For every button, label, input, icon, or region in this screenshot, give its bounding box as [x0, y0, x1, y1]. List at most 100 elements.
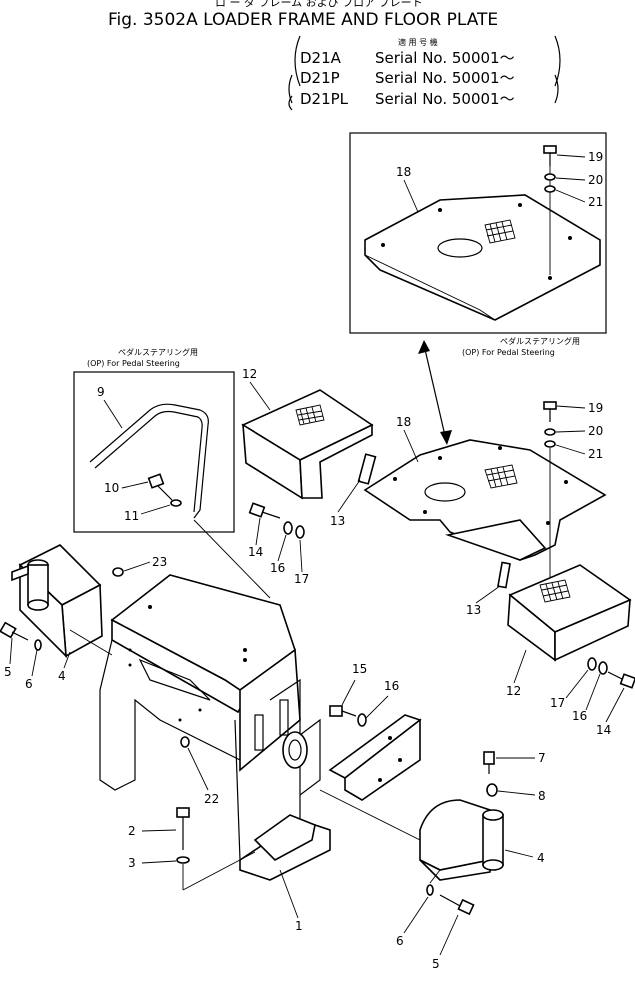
- leader-line: [299, 539, 303, 573]
- bolt-hole: [438, 456, 442, 460]
- serial-d21p: Serial No. 50001～: [375, 69, 515, 87]
- option-caption-right-jp: ペダルステアリング用: [500, 336, 580, 346]
- floor-plate-18: 18: [363, 415, 607, 561]
- callout-19-main: 19: [588, 401, 603, 415]
- leader-line: [555, 177, 586, 181]
- leader-line: [403, 179, 419, 213]
- bolt-hole: [381, 243, 385, 247]
- leader-line: [365, 695, 389, 719]
- bolt-15: 15: [329, 662, 367, 717]
- leader-line: [341, 679, 356, 706]
- leader-line: [187, 747, 209, 791]
- callout-18-top: 18: [396, 165, 411, 179]
- cover-12-upper: 12: [241, 367, 374, 500]
- serial-d21a: Serial No. 50001～: [375, 49, 515, 67]
- figure-title: Fig. 3502A LOADER FRAME AND FLOOR PLATE: [108, 10, 498, 30]
- option-caption-left-jp: ペダルステアリング用: [118, 347, 198, 357]
- callout-6-left: 6: [25, 677, 33, 691]
- bracket-13-lower: 13: [466, 561, 511, 617]
- washer-6-left: [34, 639, 42, 651]
- bolt-5-left: 5: [0, 621, 29, 679]
- washer-20-top: [544, 173, 556, 181]
- leader-line: [103, 399, 123, 429]
- leader-line: [555, 430, 586, 433]
- grid-icon: [295, 404, 325, 426]
- bolt-hole: [148, 605, 152, 609]
- callout-16-center: 16: [384, 679, 399, 693]
- leader-line: [319, 789, 431, 846]
- leader-line: [123, 561, 151, 572]
- bracket-p: [288, 74, 293, 104]
- bolt-hole: [564, 480, 568, 484]
- leader-line: [9, 637, 13, 665]
- leader-line: [439, 914, 459, 956]
- callout-18-main: 18: [396, 415, 411, 429]
- plate-edge: [364, 254, 496, 321]
- callout-20-main: 20: [588, 424, 603, 438]
- callout-3: 3: [128, 856, 136, 870]
- title-block: ロ ー ダ フレーム および フロア プレート Fig. 3502A LOADE…: [108, 0, 561, 111]
- leader-line: [504, 849, 534, 858]
- leader-line: [31, 649, 38, 677]
- callout-12-upper: 12: [242, 367, 257, 381]
- bracket-4-right: 4: [419, 799, 545, 881]
- inset-floor-plate-option: 19 20 21 18: [349, 132, 607, 334]
- callout-14-right: 14: [596, 723, 611, 737]
- leader-line: [337, 479, 361, 513]
- leader-line: [555, 444, 586, 455]
- leader-line: [279, 869, 299, 919]
- callout-20-top: 20: [588, 173, 603, 187]
- model-d21pl: D21PL: [300, 90, 349, 108]
- callout-23: 23: [152, 555, 167, 569]
- callout-1: 1: [295, 919, 303, 933]
- leader-line: [141, 860, 177, 864]
- washer-16-center: [357, 713, 367, 727]
- bolt-hole: [518, 203, 522, 207]
- washer-11: [170, 499, 182, 507]
- pipe-inner: [94, 410, 203, 513]
- washer-21-top: [544, 185, 556, 193]
- bolt-hole: [498, 446, 502, 450]
- inset-frame-left: [73, 371, 235, 533]
- bolt-hole: [198, 708, 202, 712]
- leader-line: [556, 405, 586, 409]
- bolt-14-left: 14: [248, 502, 281, 559]
- callout-7: 7: [538, 751, 546, 765]
- callout-19-top: 19: [588, 150, 603, 164]
- loader-frame-1: 1: [99, 574, 331, 933]
- callout-15: 15: [352, 662, 367, 676]
- leader-line: [605, 687, 625, 723]
- washer-20-main: [544, 428, 556, 436]
- bolt-14-right: [607, 671, 635, 689]
- callout-4-left: 4: [58, 669, 66, 683]
- leader-line: [497, 790, 536, 796]
- bracket-13-upper: 13: [330, 453, 377, 528]
- callout-17-left: 17: [294, 572, 309, 586]
- washer-8: [486, 783, 498, 797]
- grommet-22: [180, 736, 190, 748]
- callout-21-main: 21: [588, 447, 603, 461]
- leader-line: [403, 429, 419, 463]
- leader-line: [475, 585, 501, 604]
- leader-line: [140, 504, 171, 515]
- floor-plate-option: [364, 194, 601, 321]
- leader-line: [556, 154, 586, 158]
- leader-line: [182, 851, 256, 891]
- washer-17-left: [295, 525, 305, 539]
- leader-line: [121, 481, 149, 489]
- bolt-hole: [128, 663, 132, 667]
- cover-12-lower: 12: [506, 564, 632, 698]
- frame-cutout: [138, 658, 211, 701]
- washer-16-right: [598, 661, 608, 675]
- bracket-4-left: 4: [11, 544, 103, 683]
- bracket-pl: [288, 95, 293, 111]
- bolt-19-main: [543, 401, 557, 422]
- bolt-hole: [178, 718, 182, 722]
- callout-12-lower: 12: [506, 684, 521, 698]
- callout-6-right: 6: [396, 934, 404, 948]
- steering-pipe-9: [89, 403, 209, 519]
- bolt-hole: [128, 648, 132, 652]
- floor-plate-opening: [437, 238, 483, 258]
- floor-plate-hole: [424, 482, 466, 502]
- left-bracket: [294, 35, 301, 87]
